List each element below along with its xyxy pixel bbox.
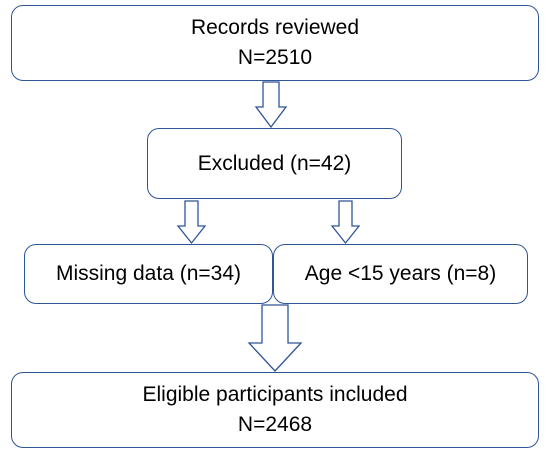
records-reviewed-count: N=2510 [237, 46, 313, 69]
eligible-included-count: N=2468 [237, 413, 313, 436]
age-under-15-box: Age <15 years (n=8) [273, 244, 528, 304]
eligible-included-label: Eligible participants included [142, 383, 408, 406]
age-under-15-label: Age <15 years (n=8) [304, 262, 497, 285]
records-reviewed-box: Records reviewed N=2510 [11, 5, 539, 81]
missing-data-label: Missing data (n=34) [55, 262, 241, 285]
arrow-records-to-excluded [254, 81, 288, 129]
excluded-label: Excluded (n=42) [197, 151, 352, 175]
arrow-to-eligible [247, 304, 303, 372]
missing-data-box: Missing data (n=34) [24, 244, 273, 304]
eligible-included-box: Eligible participants included N=2468 [11, 372, 539, 448]
excluded-box: Excluded (n=42) [147, 128, 402, 199]
arrow-excluded-to-age [330, 200, 361, 245]
records-reviewed-label: Records reviewed [190, 16, 360, 39]
arrow-excluded-to-missing [176, 200, 207, 245]
